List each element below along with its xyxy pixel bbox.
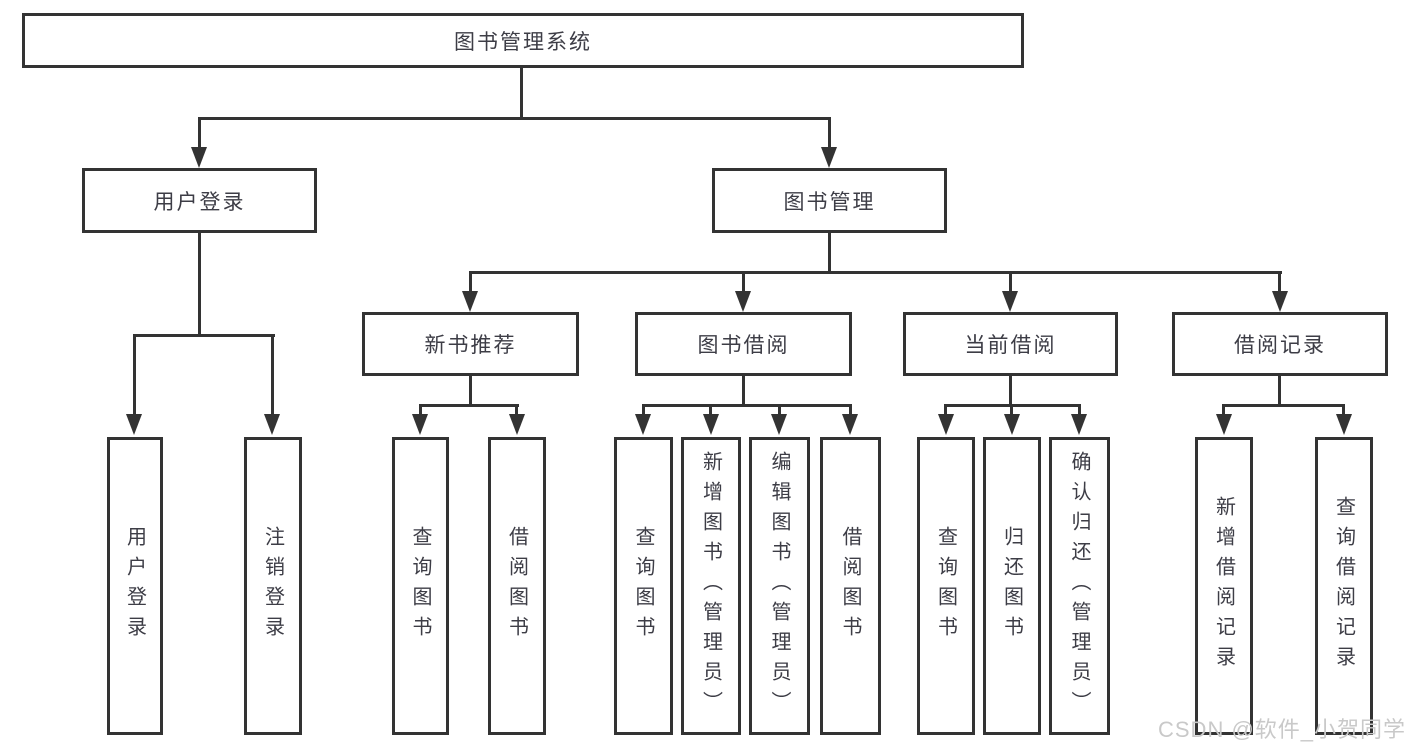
node-book-borrow: 图书借阅 <box>635 312 852 376</box>
connector-line <box>828 231 831 273</box>
connector-line <box>133 334 275 337</box>
connector-line <box>1278 374 1281 407</box>
arrow-down-icon <box>509 414 525 435</box>
connector-line <box>1222 404 1345 407</box>
leaf-user-login: 用户登录 <box>107 437 163 735</box>
leaf-add-borrow-record: 新增借阅记录 <box>1195 437 1253 735</box>
arrow-down-icon <box>821 147 837 168</box>
arrow-down-icon <box>1272 291 1288 312</box>
arrow-down-icon <box>412 414 428 435</box>
connector-line <box>642 404 852 407</box>
arrow-down-icon <box>842 414 858 435</box>
leaf-query-books-borrow: 查询图书 <box>614 437 673 735</box>
node-root-system: 图书管理系统 <box>22 13 1024 68</box>
connector-line <box>1009 271 1012 292</box>
arrow-down-icon <box>635 414 651 435</box>
connector-line <box>520 67 523 119</box>
leaf-edit-books-admin: 编辑图书（管理员） <box>749 437 810 735</box>
node-book-management: 图书管理 <box>712 168 947 233</box>
connector-line <box>944 404 947 416</box>
arrow-down-icon <box>264 414 280 435</box>
connector-line <box>1278 271 1281 292</box>
leaf-logout: 注销登录 <box>244 437 302 735</box>
connector-line <box>1010 404 1013 416</box>
connector-line <box>469 374 472 407</box>
connector-line <box>271 334 274 416</box>
connector-line <box>742 374 745 407</box>
leaf-return-books: 归还图书 <box>983 437 1041 735</box>
leaf-query-books-recommend: 查询图书 <box>392 437 449 735</box>
connector-line <box>469 271 472 292</box>
arrow-down-icon <box>1071 414 1087 435</box>
connector-line <box>198 231 201 336</box>
node-current-borrow: 当前借阅 <box>903 312 1118 376</box>
leaf-borrow-books: 借阅图书 <box>820 437 881 735</box>
connector-line <box>1009 374 1012 407</box>
node-borrow-records: 借阅记录 <box>1172 312 1388 376</box>
arrow-down-icon <box>938 414 954 435</box>
connector-line <box>419 404 519 407</box>
leaf-confirm-return-admin: 确认归还（管理员） <box>1049 437 1110 735</box>
arrow-down-icon <box>1216 414 1232 435</box>
csdn-watermark: CSDN @软件_小贺同学 <box>1158 717 1405 742</box>
connector-line <box>469 271 1282 274</box>
arrow-down-icon <box>1336 414 1352 435</box>
connector-line <box>828 117 831 150</box>
connector-line <box>709 404 712 416</box>
connector-line <box>515 404 518 416</box>
leaf-query-borrow-record: 查询借阅记录 <box>1315 437 1373 735</box>
connector-line <box>133 334 136 416</box>
connector-line <box>1342 404 1345 416</box>
connector-line <box>778 404 781 416</box>
connector-line <box>849 404 852 416</box>
connector-line <box>198 117 201 150</box>
arrow-down-icon <box>1004 414 1020 435</box>
arrow-down-icon <box>735 291 751 312</box>
leaf-query-books-current: 查询图书 <box>917 437 975 735</box>
arrow-down-icon <box>703 414 719 435</box>
connector-line <box>742 271 745 292</box>
node-new-book-recommend: 新书推荐 <box>362 312 579 376</box>
connector-line <box>1222 404 1225 416</box>
arrow-down-icon <box>1002 291 1018 312</box>
connector-line <box>198 117 831 120</box>
leaf-borrow-books-recommend: 借阅图书 <box>488 437 546 735</box>
connector-line <box>642 404 645 416</box>
arrow-down-icon <box>191 147 207 168</box>
connector-line <box>1078 404 1081 416</box>
leaf-add-books-admin: 新增图书（管理员） <box>681 437 741 735</box>
arrow-down-icon <box>462 291 478 312</box>
arrow-down-icon <box>771 414 787 435</box>
arrow-down-icon <box>126 414 142 435</box>
node-user-login: 用户登录 <box>82 168 317 233</box>
connector-line <box>419 404 422 416</box>
